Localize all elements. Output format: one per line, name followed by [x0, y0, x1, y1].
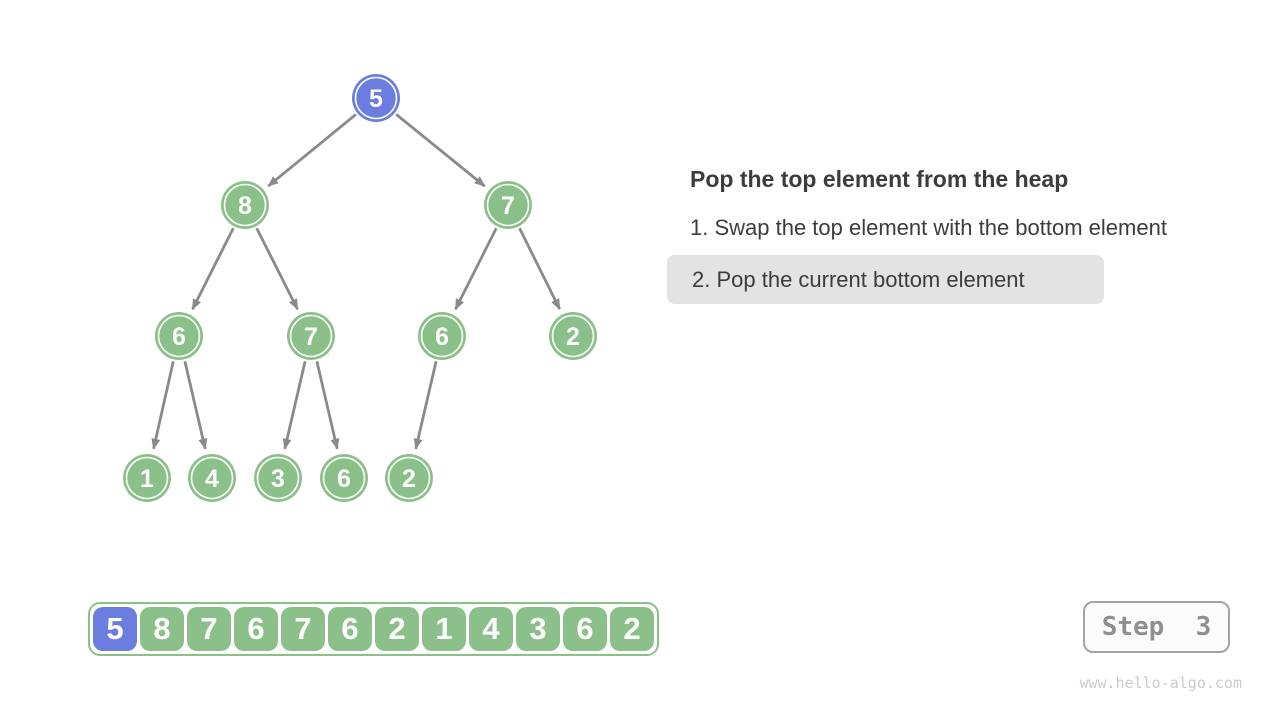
array-cell: 3: [516, 607, 560, 651]
tree-node-value: 1: [140, 465, 154, 493]
tree-node-value: 7: [304, 323, 318, 351]
instruction-panel: Pop the top element from the heap 1. Swa…: [667, 166, 1227, 304]
tree-node-value: 2: [402, 465, 416, 493]
tree-node-value: 7: [501, 192, 515, 220]
tree-node: 6: [155, 312, 203, 360]
tree-node: 1: [123, 454, 171, 502]
tree-edge: [151, 361, 175, 450]
array-cell: 7: [281, 607, 325, 651]
tree-node-value: 8: [238, 192, 252, 220]
array-cell: 8: [140, 607, 184, 651]
tree-nodes: 5 8 7 6 7 6 2 1 4 3 6 2: [123, 74, 597, 502]
tree-node: 5: [352, 74, 400, 122]
tree-edge: [454, 227, 498, 311]
tree-node: 7: [287, 312, 335, 360]
array-cell: 6: [234, 607, 278, 651]
tree-edges: [151, 113, 561, 450]
panel-heading: Pop the top element from the heap: [690, 166, 1069, 192]
tree-node: 3: [254, 454, 302, 502]
tree-edge: [413, 361, 438, 450]
tree-node-value: 4: [205, 465, 219, 493]
array-cell: 2: [375, 607, 419, 651]
tree-node: 2: [549, 312, 597, 360]
tree-edge: [267, 113, 357, 188]
array-cell: 6: [328, 607, 372, 651]
tree-node-value: 3: [271, 465, 285, 493]
tree-edge: [315, 361, 340, 450]
step-2-text: 2. Pop the current bottom element: [692, 266, 1025, 292]
tree-edge: [518, 227, 561, 311]
heap-tree: 5 8 7 6 7 6 2 1 4 3 6 2: [123, 74, 597, 502]
tree-node-value: 5: [369, 85, 383, 113]
tree-node-value: 6: [435, 323, 449, 351]
tree-node: 6: [320, 454, 368, 502]
step-badge: Step 3: [1083, 601, 1230, 653]
tree-node: 7: [484, 181, 532, 229]
array-cell: 2: [610, 607, 654, 651]
array-cell: 1: [422, 607, 466, 651]
tree-edge: [282, 361, 307, 450]
tree-node-value: 6: [172, 323, 186, 351]
tree-node: 8: [221, 181, 269, 229]
watermark: www.hello-algo.com: [1079, 674, 1242, 692]
step-2-highlight: 2. Pop the current bottom element: [667, 255, 1104, 304]
tree-node: 4: [188, 454, 236, 502]
tree-edge: [191, 227, 235, 311]
tree-node-value: 2: [566, 323, 580, 351]
array-cell: 4: [469, 607, 513, 651]
step-1-text: 1. Swap the top element with the bottom …: [690, 215, 1167, 240]
array-cell: 5: [93, 607, 137, 651]
tree-edge: [183, 361, 208, 450]
tree-edge: [395, 113, 486, 188]
tree-node: 6: [418, 312, 466, 360]
array-cell: 7: [187, 607, 231, 651]
tree-node-value: 6: [337, 465, 351, 493]
tree-edge: [255, 227, 299, 311]
array-cell: 6: [563, 607, 607, 651]
tree-node: 2: [385, 454, 433, 502]
